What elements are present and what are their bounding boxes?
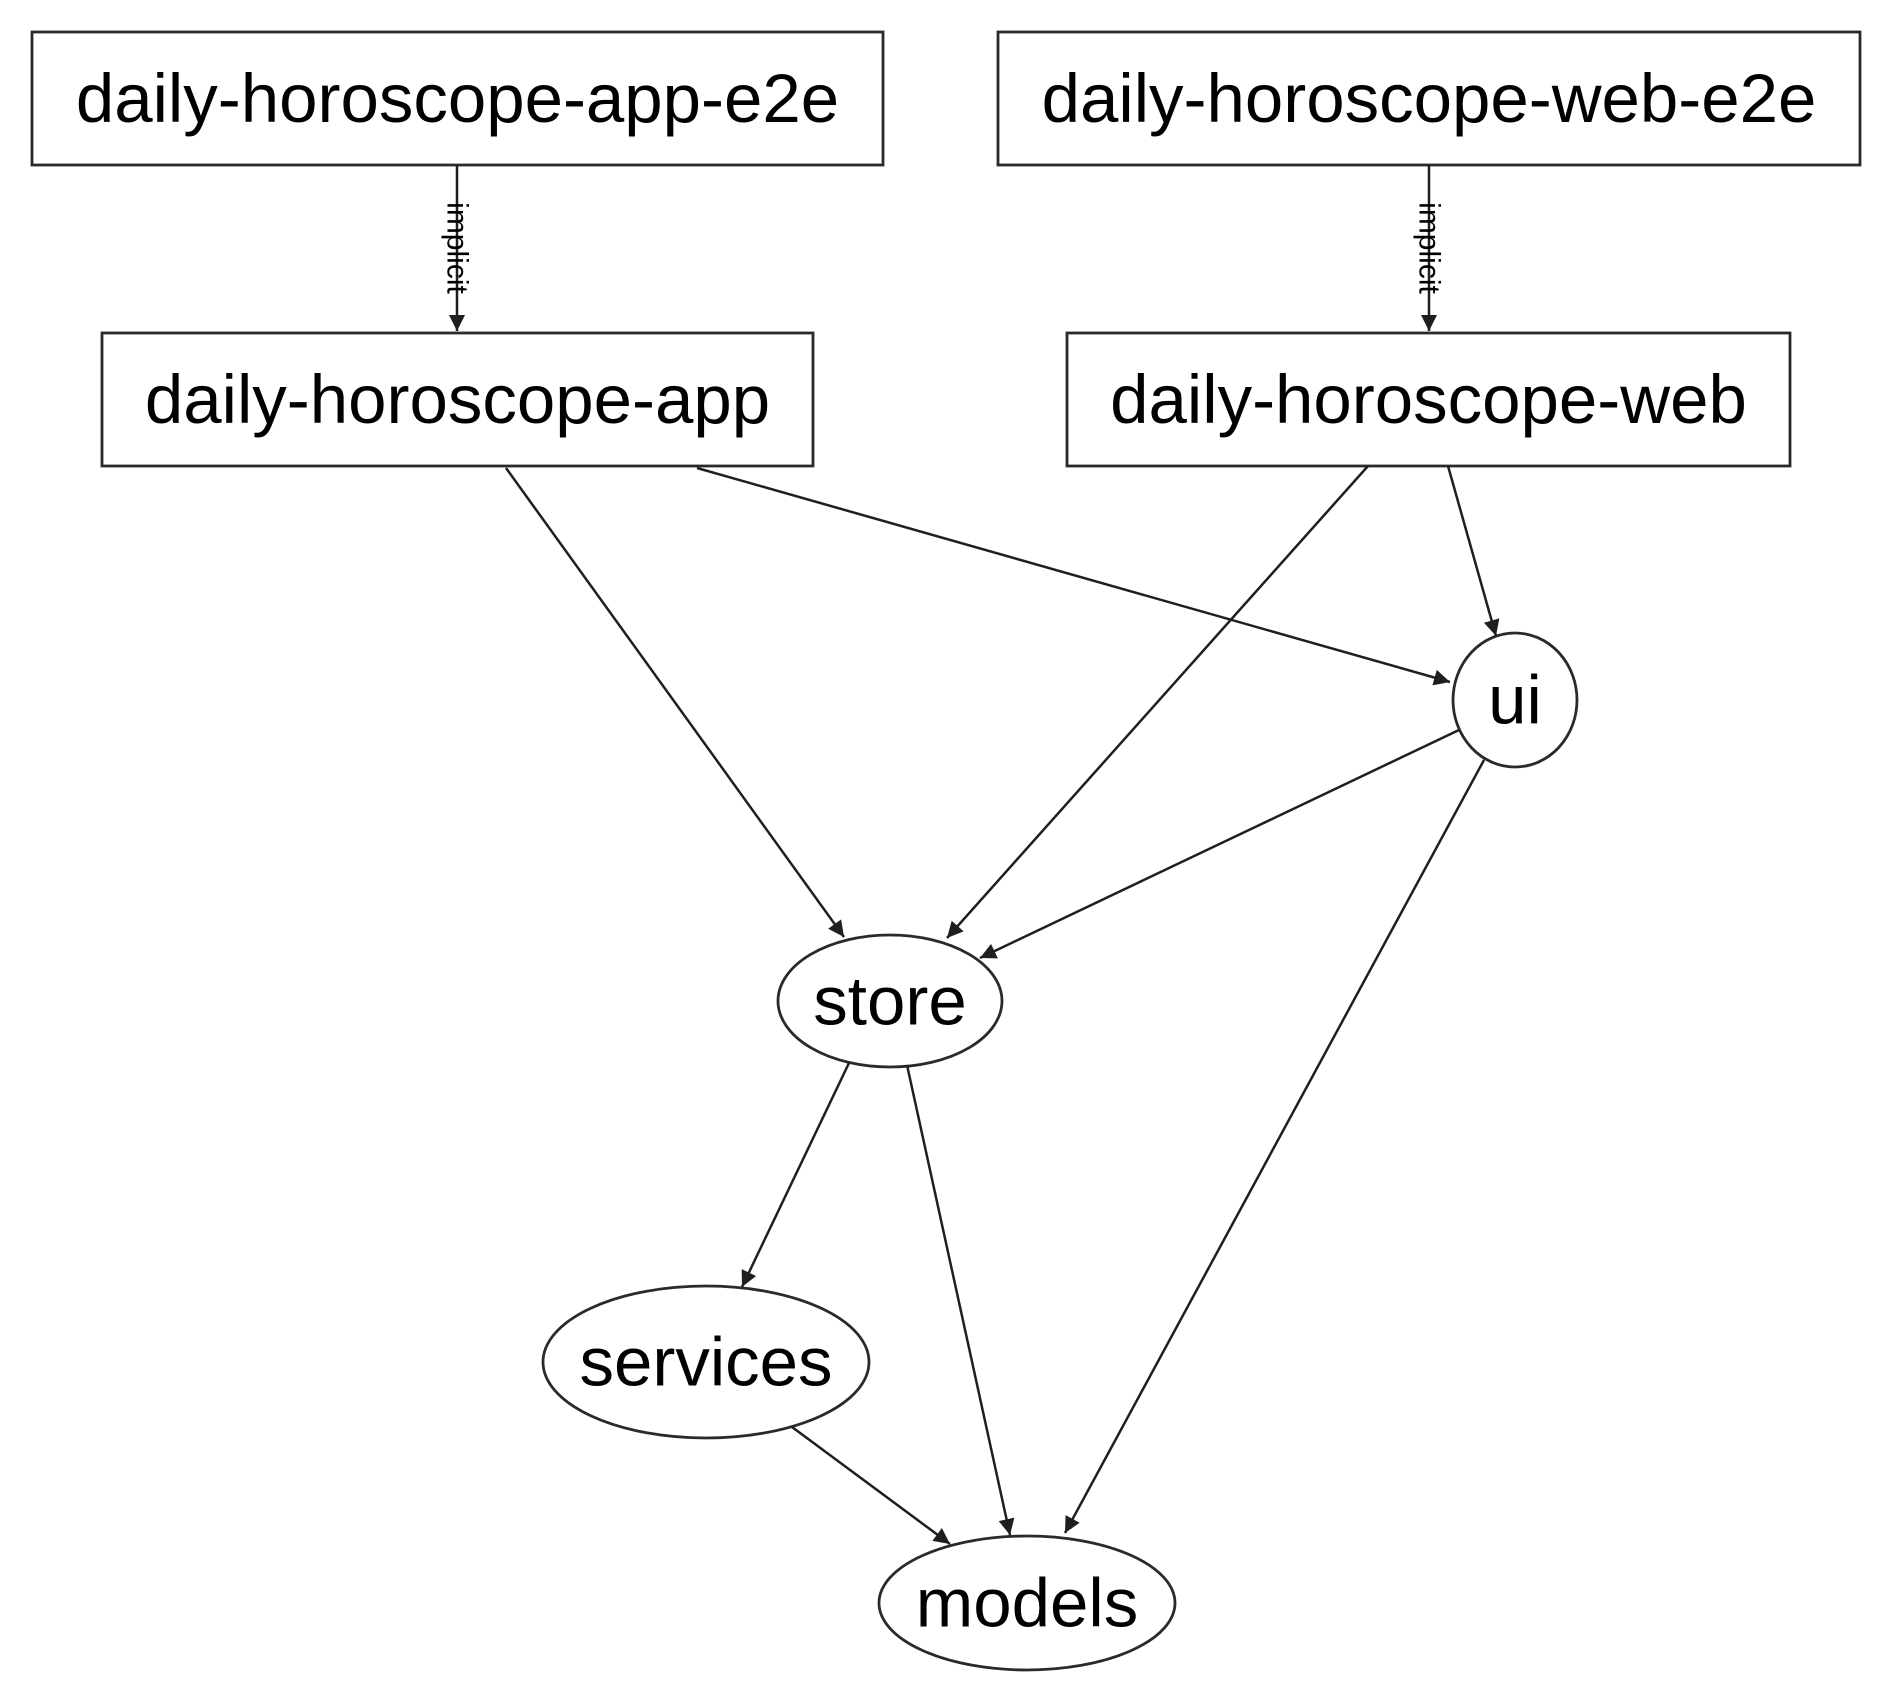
node-label-daily-horoscope-app: daily-horoscope-app xyxy=(145,361,770,438)
node-ui xyxy=(1451,631,1579,769)
node-label-ui: ui xyxy=(1488,662,1542,739)
node-daily-horoscope-app xyxy=(100,331,815,468)
edge-label-daily-horoscope-web-e2e-to-daily-horoscope-web: implicit xyxy=(1413,202,1446,294)
node-label-store: store xyxy=(813,963,966,1040)
node-daily-horoscope-web-e2e xyxy=(996,30,1862,167)
node-label-services: services xyxy=(579,1324,832,1401)
edge-store-to-models xyxy=(905,1064,1015,1536)
node-label-daily-horoscope-web: daily-horoscope-web xyxy=(1110,361,1747,438)
labels-layer: daily-horoscope-app-e2e daily-horoscope-w… xyxy=(76,60,1817,1642)
edge-label-daily-horoscope-app-e2e-to-daily-horoscope-app: implicit xyxy=(441,202,474,294)
edges-layer xyxy=(449,165,1500,1546)
node-daily-horoscope-app-e2e xyxy=(30,30,885,167)
edge-daily-horoscope-web-to-ui xyxy=(1446,465,1500,637)
edge-store-to-services xyxy=(740,1062,851,1288)
node-label-daily-horoscope-web-e2e: daily-horoscope-web-e2e xyxy=(1042,60,1817,137)
edge-daily-horoscope-web-to-store xyxy=(946,465,1369,939)
node-label-models: models xyxy=(916,1565,1138,1642)
node-daily-horoscope-web xyxy=(1065,331,1792,468)
node-label-daily-horoscope-app-e2e: daily-horoscope-app-e2e xyxy=(76,60,839,137)
edge-ui-to-models xyxy=(1063,759,1486,1534)
edge-services-to-models xyxy=(791,1425,951,1546)
node-services xyxy=(541,1284,871,1440)
edge-daily-horoscope-app-to-ui xyxy=(696,466,1451,686)
edge-daily-horoscope-app-to-store xyxy=(504,467,846,938)
edge-ui-to-store xyxy=(979,728,1460,960)
nodes-layer xyxy=(30,30,1862,1672)
node-models xyxy=(877,1534,1177,1672)
node-store xyxy=(776,933,1004,1069)
